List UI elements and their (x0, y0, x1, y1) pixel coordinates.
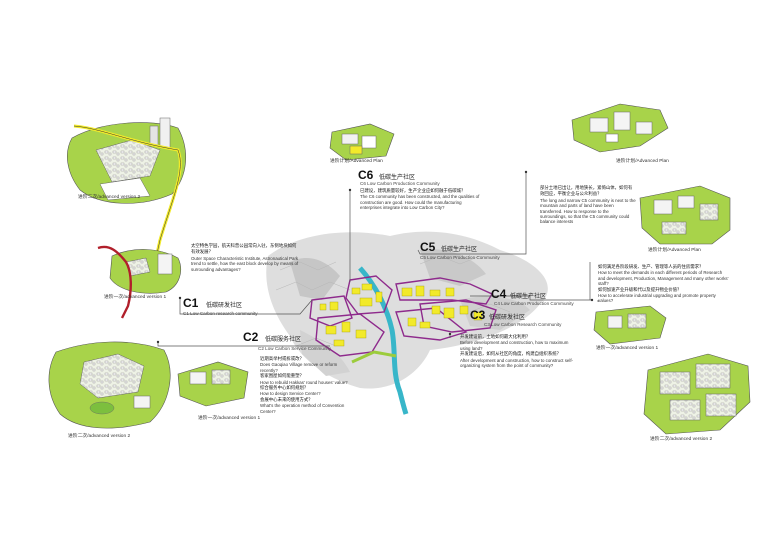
c5-title: 低碳生产社区 (441, 246, 478, 253)
c1-subtitle: C1 Low Carbon research community (183, 311, 258, 316)
note-c3-en2: After development and construction, how … (460, 357, 573, 369)
c5-code: C5 (420, 240, 436, 254)
note-c1-en: Outer Space Characteristic Institute, As… (191, 255, 299, 272)
c5-outline (395, 277, 494, 305)
c4-code: C4 (491, 287, 507, 301)
note-c2-en3: How to design Service Center? (260, 391, 321, 397)
c2-title: 低碳服务社区 (265, 336, 302, 343)
model-c6-plan (329, 123, 395, 161)
c4-subtitle: C4 Low Carbon Production Community (494, 301, 574, 306)
model-c2-v2 (48, 341, 171, 429)
note-c4: 如何满足各阶段研发、生产、管理等人员的住房需求？ How to meet the… (598, 264, 730, 304)
c1-title: 低碳研发社区 (206, 302, 243, 309)
c3-subtitle: C3 Low Carbon Research Community (484, 322, 562, 327)
model-c4-v1 (593, 305, 667, 345)
c1-code: C1 (183, 296, 199, 310)
c3-outline (395, 307, 468, 341)
note-c2-en2: How to rebuild Hakkas' round houses' val… (260, 379, 348, 385)
c3-code: C3 (470, 308, 486, 322)
note-c4-zh2: 如何加速产业升级和代以及提升物业价值？ (598, 287, 682, 293)
community-outlines (309, 275, 497, 357)
caption-v2-bottom-left: 进阶二次/advanced version 2 (68, 434, 131, 439)
c6-subtitle: C6 Low Carbon Production Community (360, 181, 440, 186)
caption-adv-plan-c6: 进阶计划/Advanced Plan (330, 159, 383, 164)
model-top-left-v2 (67, 117, 187, 259)
note-c2-zh4: 会展中心未来的使用方式？ (260, 397, 313, 403)
note-c4-zh1: 如何满足各阶段研发、生产、管理等人员的住房需求？ (598, 265, 704, 270)
c6-code: C6 (358, 168, 374, 182)
leader-lines (157, 172, 599, 347)
c6-outline (345, 275, 393, 315)
model-c5-plan (639, 185, 731, 245)
note-c1: 太空特色学园，航天科普公园常向入驻，东侧地块如何有效发展？ Outer Spac… (191, 243, 299, 272)
note-c3-zh1: 开发建设前，土地如何最大化利用？ (460, 335, 531, 340)
note-c6-zh: 已建设，建筑质量较好，生产企业应如何融于低碳城？ (360, 189, 466, 194)
note-c5-zh: 部分土地已出让，用地狭长，紧倚山体，如何有效回应，平衡企业与公众利益？ (540, 186, 633, 198)
caption-v1-bottom-center: 进阶一次/advanced version 1 (198, 416, 261, 421)
note-c4-en1: How to meet the demands in each differen… (598, 270, 729, 287)
c4-title: 低碳生产社区 (510, 293, 547, 300)
c6-title: 低碳生产社区 (379, 174, 416, 181)
c3-title: 低碳研发社区 (489, 314, 526, 321)
note-c2-zh3: 综合服务中心如何规划？ (260, 386, 309, 392)
note-c3-zh2: 开发建设后，如何从社区的角度，构建自组织系统？ (460, 352, 561, 358)
caption-adv-plan-c5: 进阶计划/Advanced Plan (648, 248, 701, 253)
note-c2-zh2: 客家围屋如何能重塑？ (260, 374, 304, 380)
note-c4-en2: How to accelerate industrial upgrading a… (598, 293, 716, 304)
note-c2-zh1: 近期高举村或拆或改？ (260, 357, 304, 362)
model-c4-v2 (643, 353, 751, 435)
caption-v1-right: 进阶一次/advanced version 1 (596, 346, 659, 351)
c1-outline (309, 295, 353, 327)
model-left-v1 (97, 245, 181, 319)
model-c2-v1 (177, 361, 249, 407)
c2-subtitle: C2 Low Carbon Service Community (258, 346, 332, 351)
note-c6: 已建设，建筑质量较好，生产企业应如何融于低碳城？ The C6 communit… (360, 188, 480, 211)
community-buildings (319, 283, 483, 347)
note-c1-zh: 太空特色学园，航天科普公园常向入驻，东侧地块如何有效发展？ (191, 244, 297, 256)
caption-v1-left: 进阶一次/advanced version 1 (104, 295, 167, 300)
note-c2-en4: What's the operation method of Conventio… (260, 403, 345, 414)
caption-v2-right: 进阶二次/advanced version 2 (650, 437, 713, 442)
note-c2-en1: Does Gaoqiao Village remove or reform re… (260, 362, 338, 373)
note-c5: 部分土地已出让，用地狭长，紧倚山体，如何有效回应，平衡企业与公众利益？ The … (540, 185, 636, 225)
note-c5-en: The long and narrow C5 community is next… (540, 197, 636, 225)
note-c3: 开发建设前，土地如何最大化利用？ Before development and … (460, 334, 576, 368)
c2-code: C2 (243, 330, 259, 344)
note-c2: 近期高举村或拆或改？ Does Gaoqiao Village remove o… (260, 356, 356, 414)
note-c3-en1: Before development and construction, how… (460, 340, 569, 351)
caption-v2-top-left: 进阶二次/advanced version 2 (78, 195, 141, 200)
caption-adv-plan-right: 进阶计划/Advanced Plan (616, 159, 669, 164)
note-c6-en: The C6 community has been constructed, a… (360, 194, 480, 211)
leader-bullets (156, 170, 594, 344)
model-right-plan (571, 103, 669, 153)
c5-subtitle: C5 Low Carbon Production Community (420, 255, 500, 260)
